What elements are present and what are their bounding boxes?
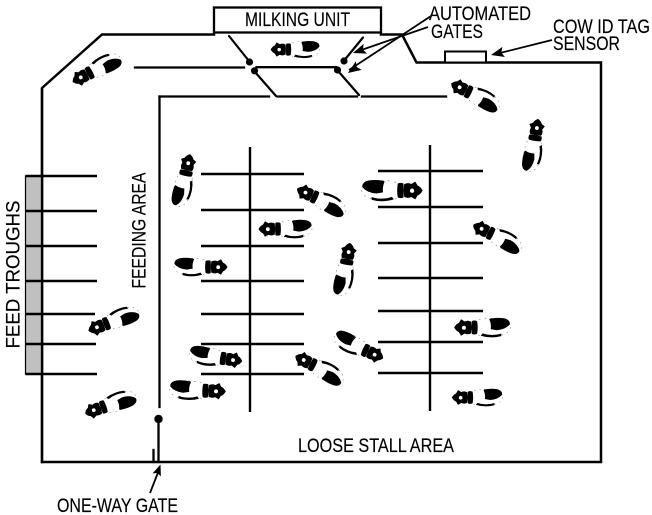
svg-text:LOOSE STALL AREA: LOOSE STALL AREA bbox=[298, 436, 454, 457]
svg-text:FEED TROUGHS: FEED TROUGHS bbox=[4, 201, 25, 349]
svg-text:AUTOMATED: AUTOMATED bbox=[429, 4, 531, 25]
svg-text:ONE-WAY GATE: ONE-WAY GATE bbox=[57, 496, 178, 515]
svg-text:FEEDING AREA: FEEDING AREA bbox=[130, 172, 151, 288]
svg-text:MILKING UNIT: MILKING UNIT bbox=[245, 10, 350, 31]
svg-text:SENSOR: SENSOR bbox=[553, 34, 620, 55]
svg-text:GATES: GATES bbox=[431, 22, 483, 43]
svg-text:COW ID TAG: COW ID TAG bbox=[553, 17, 650, 38]
